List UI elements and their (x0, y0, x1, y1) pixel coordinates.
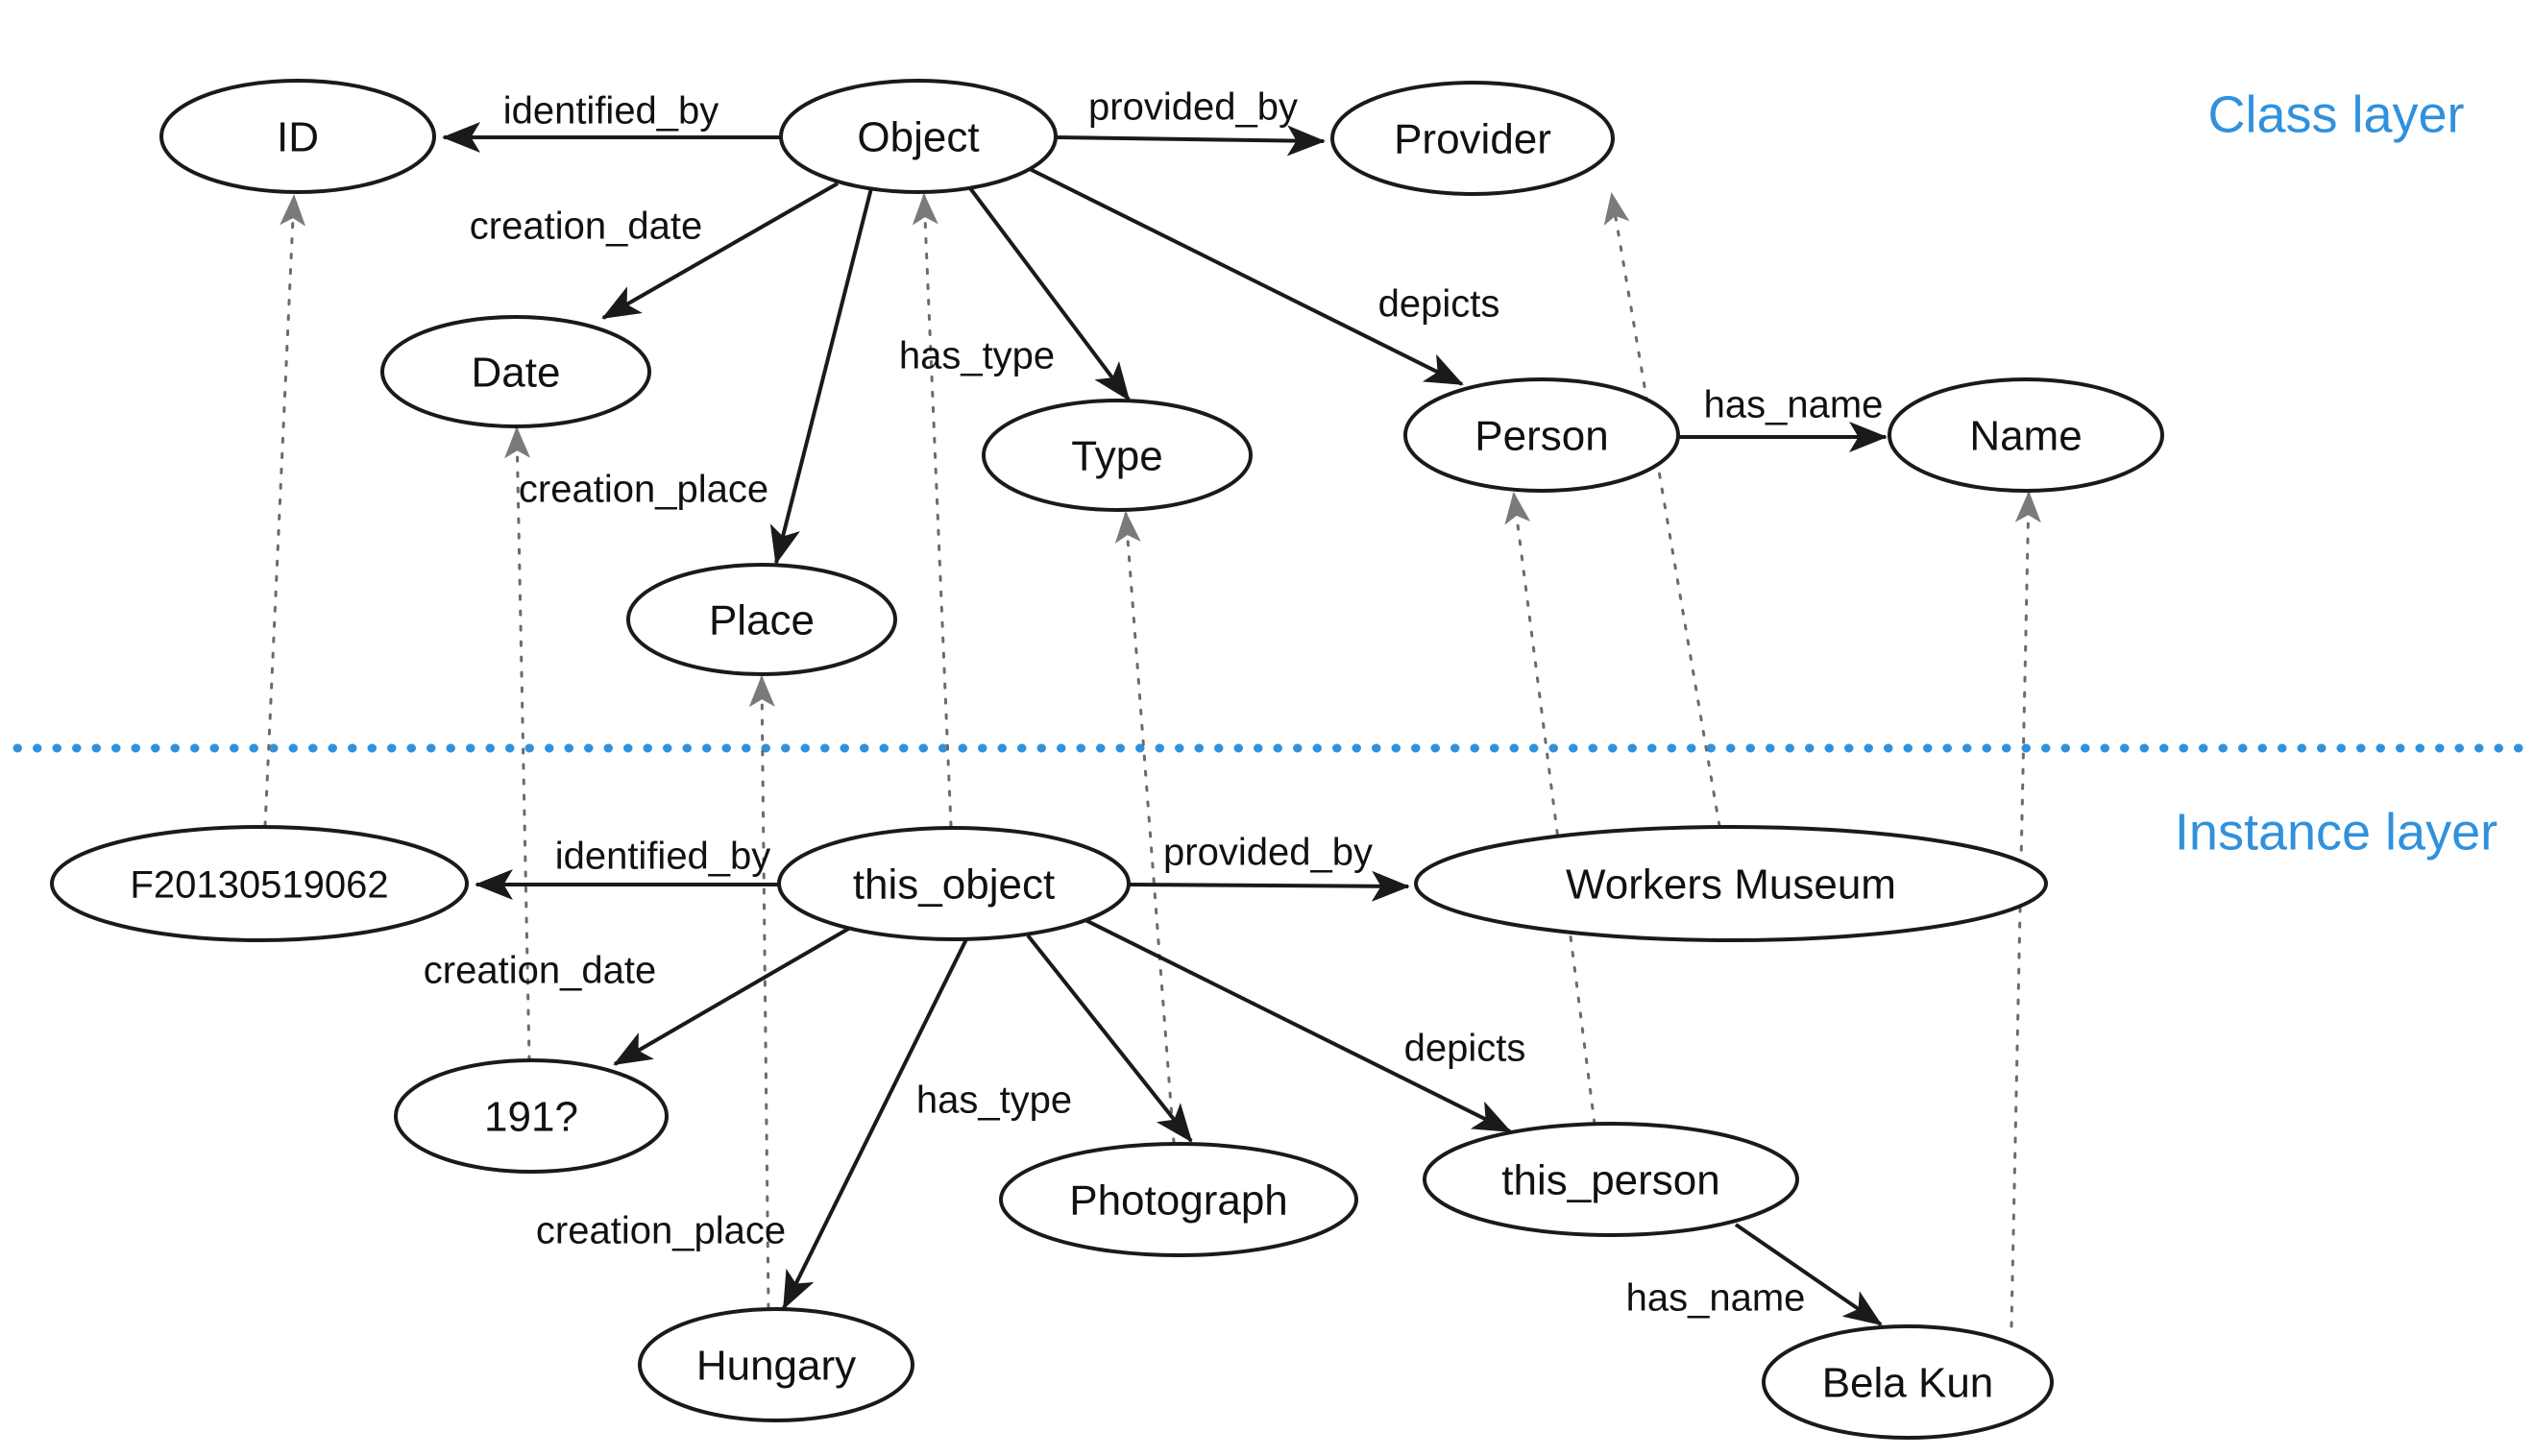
node-object[interactable]: Object (779, 79, 1058, 194)
node-191-shape[interactable] (394, 1058, 669, 1174)
edge-label-has_type-class: has_type (899, 335, 1055, 377)
class-layer-edge-labels: identified_by provided_by creation_date … (470, 86, 1884, 511)
instance-of-link-id (263, 194, 306, 828)
edge-label-depicts-class: depicts (1378, 283, 1500, 326)
node-type-shape[interactable] (982, 399, 1253, 512)
instance-layer-edges (475, 869, 1883, 1326)
node-provider[interactable]: Provider (1330, 81, 1615, 196)
node-this-person-label: this_person (1501, 1157, 1719, 1204)
instance-of-link-name (2010, 491, 2041, 1328)
node-person-shape[interactable] (1403, 377, 1680, 493)
edge-label-creation_place-class: creation_place (519, 469, 768, 511)
edge-object-provided_by-provider (1056, 125, 1326, 157)
node-workers-museum-label: Workers Museum (1566, 861, 1896, 909)
node-date-label: Date (472, 350, 561, 397)
node-id-shape[interactable] (159, 79, 436, 194)
node-bela-kun[interactable]: Bela Kun (1762, 1324, 2054, 1440)
node-name-shape[interactable] (1888, 377, 2164, 493)
node-hungary-label: Hungary (696, 1343, 856, 1390)
node-hungary[interactable]: Hungary (638, 1307, 914, 1422)
node-hungary-shape[interactable] (638, 1307, 914, 1422)
node-id[interactable]: ID (159, 79, 436, 194)
node-date[interactable]: Date (380, 315, 651, 428)
edge-thisobject-provided_by-workersmuseum (1129, 870, 1410, 902)
instance-of-link-type (1114, 511, 1176, 1145)
instance-of-link-object (912, 193, 953, 828)
edge-thisperson-has_name-belakun (1734, 1223, 1883, 1326)
edge-object-creation_place-place (769, 187, 873, 565)
node-person[interactable]: Person (1403, 377, 1680, 493)
edge-thisobject-has_type-photograph (1026, 934, 1193, 1143)
class-layer-label: Class layer (2207, 85, 2464, 143)
edge-label-depicts-instance: depicts (1404, 1028, 1526, 1070)
class-layer-nodes: ID Object Provider Date Type Person (159, 79, 2164, 676)
edge-label-has_type-instance: has_type (916, 1080, 1072, 1122)
node-workers-museum-shape[interactable] (1414, 825, 2048, 942)
instance-of-link-person (1504, 492, 1596, 1126)
node-provider-label: Provider (1394, 116, 1551, 163)
edge-object-depicts-person (1029, 167, 1464, 386)
edge-object-has_type-type (968, 186, 1131, 401)
node-this-object-shape[interactable] (777, 826, 1131, 941)
edge-label-has_name-instance: has_name (1626, 1277, 1806, 1320)
node-workers-museum[interactable]: Workers Museum (1414, 825, 2048, 942)
node-place-shape[interactable] (626, 563, 897, 676)
edge-label-identified_by-instance: identified_by (555, 836, 771, 878)
node-191[interactable]: 191? (394, 1058, 669, 1174)
instance-of-link-place (748, 675, 775, 1310)
node-name-label: Name (1969, 413, 2082, 460)
node-f20130519062[interactable]: F20130519062 (50, 825, 469, 942)
edge-thisobject-depicts-thisperson (1079, 915, 1512, 1133)
node-this-object-label: this_object (853, 861, 1055, 909)
node-this-person-shape[interactable] (1423, 1122, 1799, 1237)
node-place[interactable]: Place (626, 563, 897, 676)
node-person-label: Person (1474, 413, 1608, 460)
node-this-object[interactable]: this_object (777, 826, 1131, 941)
edge-label-has_name-class: has_name (1704, 384, 1884, 426)
instance-of-links (263, 192, 2041, 1328)
node-name[interactable]: Name (1888, 377, 2164, 493)
node-bela-kun-shape[interactable] (1762, 1324, 2054, 1440)
class-layer-edges (442, 122, 1888, 565)
node-191-label: 191? (484, 1094, 578, 1141)
instance-of-link-provider (1603, 192, 1721, 828)
edge-label-provided_by-instance: provided_by (1163, 832, 1373, 874)
node-bela-kun-label: Bela Kun (1822, 1360, 1994, 1407)
node-f20130519062-label: F20130519062 (130, 864, 388, 907)
node-this-person[interactable]: this_person (1423, 1122, 1799, 1237)
edge-label-creation_date-class: creation_date (470, 206, 702, 248)
node-provider-shape[interactable] (1330, 81, 1615, 196)
instance-of-link-date (504, 426, 531, 1062)
node-object-label: Object (857, 114, 979, 161)
node-photograph[interactable]: Photograph (999, 1142, 1358, 1257)
edge-object-creation_date-date (601, 182, 839, 320)
instance-layer-label: Instance layer (2175, 803, 2497, 861)
node-place-label: Place (709, 597, 815, 644)
instance-layer-nodes: F20130519062 this_object Workers Museum … (50, 825, 2054, 1440)
node-f20130519062-shape[interactable] (50, 825, 469, 942)
edge-label-identified_by-class: identified_by (503, 90, 719, 133)
node-object-shape[interactable] (779, 79, 1058, 194)
instance-layer-edge-labels: identified_by provided_by creation_date … (424, 832, 1806, 1320)
node-type-label: Type (1071, 433, 1162, 480)
node-photograph-shape[interactable] (999, 1142, 1358, 1257)
edge-thisobject-creation_place-hungary (782, 938, 968, 1310)
node-id-label: ID (277, 114, 319, 161)
edge-label-creation_date-instance: creation_date (424, 950, 656, 992)
edge-label-provided_by-class: provided_by (1088, 86, 1298, 129)
edge-label-creation_place-instance: creation_place (536, 1210, 786, 1252)
node-type[interactable]: Type (982, 399, 1253, 512)
node-date-shape[interactable] (380, 315, 651, 428)
node-photograph-label: Photograph (1069, 1177, 1288, 1225)
edge-thisobject-creation_date-191 (613, 926, 852, 1066)
